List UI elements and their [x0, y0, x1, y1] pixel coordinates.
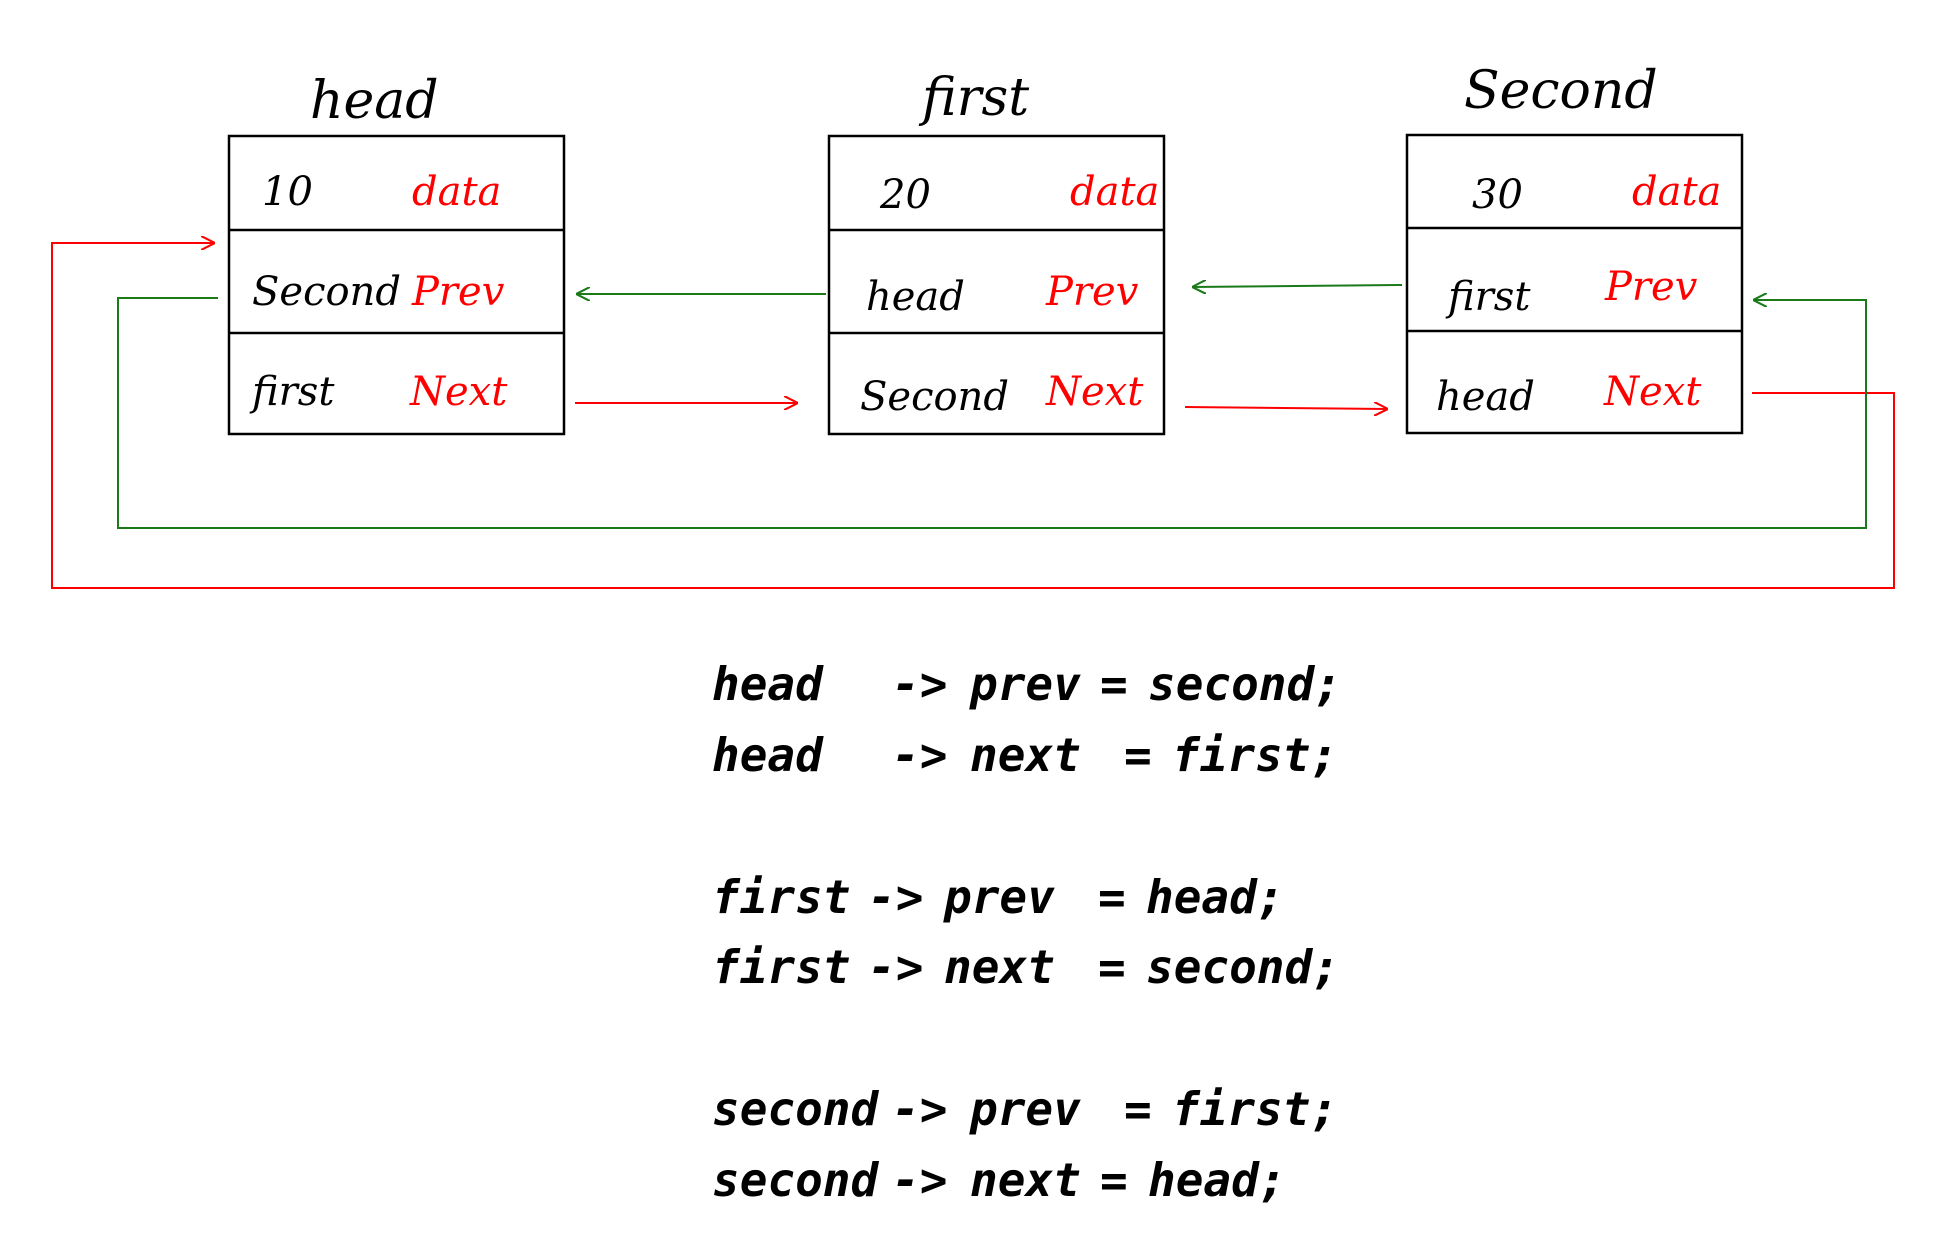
- node-head-next-label: Next: [409, 369, 508, 415]
- code-arrow: ->: [868, 940, 923, 994]
- node-first-box: [827, 134, 1166, 436]
- node-name-first: first: [918, 68, 1029, 128]
- node-head-data-label: data: [412, 169, 501, 215]
- node-second-next-label: Next: [1603, 369, 1702, 415]
- code-arrow: ->: [868, 870, 923, 924]
- code-lhs: second: [712, 1153, 879, 1207]
- arrow-first-next-to-second: [1184, 407, 1388, 409]
- node-second-next-value: head: [1436, 374, 1535, 420]
- node-first-prev-label: Prev: [1045, 269, 1139, 315]
- node-first-next-label: Next: [1045, 369, 1144, 415]
- code-rhs: first;: [1172, 1082, 1338, 1136]
- node-head-prev-value: Second: [252, 269, 401, 315]
- code-line: head -> prev = second;: [712, 657, 1342, 711]
- code-line: second -> prev = first;: [712, 1082, 1338, 1136]
- node-first: first 20 data head Prev Second Next: [827, 68, 1166, 436]
- code-line: second -> next = head;: [712, 1153, 1286, 1207]
- code-rhs: second;: [1146, 940, 1340, 994]
- code-lhs: first: [712, 940, 850, 994]
- node-head-box: [227, 134, 566, 436]
- code-eq: =: [1098, 870, 1126, 924]
- code-lhs: head: [712, 728, 824, 782]
- code-field: next: [970, 728, 1081, 782]
- code-eq: =: [1124, 1082, 1152, 1136]
- node-head-data-value: 10: [262, 169, 313, 215]
- code-field: prev: [969, 657, 1081, 711]
- code-line: head -> next = first;: [712, 728, 1338, 782]
- code-line: first -> next = second;: [712, 940, 1340, 994]
- code-eq: =: [1100, 1153, 1128, 1207]
- code-rhs: second;: [1148, 657, 1342, 711]
- code-field: next: [970, 1153, 1081, 1207]
- code-rhs: head;: [1146, 870, 1284, 924]
- node-second-box: [1405, 133, 1744, 435]
- node-first-prev-value: head: [866, 274, 965, 320]
- code-arrow: ->: [892, 728, 947, 782]
- node-head-prev-label: Prev: [411, 269, 505, 315]
- node-first-next-value: Second: [860, 374, 1009, 420]
- node-second-prev-label: Prev: [1604, 264, 1698, 310]
- node-second-data-label: data: [1632, 169, 1721, 215]
- node-name-second: Second: [1464, 61, 1658, 121]
- node-first-data-label: data: [1070, 169, 1159, 215]
- code-eq: =: [1124, 728, 1152, 782]
- code-eq: =: [1100, 657, 1128, 711]
- code-arrow: ->: [892, 1153, 947, 1207]
- code-block: head -> prev = second; head -> next = fi…: [712, 657, 1342, 1207]
- code-lhs: first: [712, 870, 850, 924]
- code-field: prev: [969, 1082, 1081, 1136]
- code-line: first -> prev = head;: [712, 870, 1284, 924]
- node-second: Second 30 data first Prev head Next: [1405, 61, 1744, 435]
- node-head-next-value: first: [249, 369, 335, 415]
- code-arrow: ->: [892, 657, 947, 711]
- arrow-second-next-to-head: [51, 243, 1895, 589]
- code-lhs: second: [712, 1082, 879, 1136]
- arrow-head-prev-to-second: [117, 298, 1867, 529]
- code-lhs: head: [712, 657, 824, 711]
- node-first-data-value: 20: [879, 172, 931, 218]
- code-arrow: ->: [892, 1082, 947, 1136]
- code-field: next: [944, 940, 1055, 994]
- code-rhs: first;: [1172, 728, 1338, 782]
- code-rhs: head;: [1148, 1153, 1286, 1207]
- node-name-head: head: [310, 71, 439, 131]
- node-second-data-value: 30: [1472, 172, 1523, 218]
- code-eq: =: [1098, 940, 1126, 994]
- code-field: prev: [943, 870, 1055, 924]
- node-second-prev-value: first: [1445, 274, 1531, 320]
- arrow-second-prev-to-first: [1192, 285, 1403, 287]
- node-head: head 10 data Second Prev first Next: [227, 71, 566, 436]
